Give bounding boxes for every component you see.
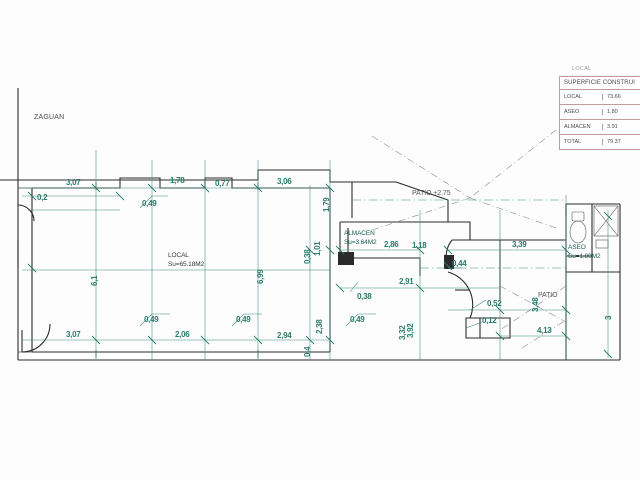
almacen-walls bbox=[338, 221, 448, 276]
stair-and-partitions bbox=[444, 239, 511, 339]
dim-cr-0: 2,86 bbox=[384, 240, 399, 249]
surface-area-schedule: SUPERFICIE CONSTRUI LOCAL 73.66 ASEO 1.8… bbox=[559, 76, 640, 150]
zaguan-boundary bbox=[0, 88, 19, 181]
schedule-row-total: TOTAL 79.37 bbox=[560, 135, 640, 149]
schedule-row-value: 79.37 bbox=[607, 138, 621, 145]
dim-bottom-1: 0,49 bbox=[144, 315, 159, 324]
room-label-patio-right: PATIO bbox=[538, 292, 558, 299]
dim-top-3: 3,06 bbox=[277, 177, 292, 186]
dim-vr-1: 3,32 bbox=[398, 325, 407, 340]
schedule-row-name: ALMACEN bbox=[560, 123, 603, 130]
dim-bottom-0: 3,07 bbox=[66, 330, 81, 339]
construction-lines bbox=[352, 129, 567, 349]
schedule-partial-header: LOCAL bbox=[572, 66, 592, 72]
dim-top-0: 3,07 bbox=[66, 178, 81, 187]
local-name: LOCAL bbox=[168, 252, 189, 259]
bottom-right-extension bbox=[499, 272, 567, 360]
dim-vr-2: 3,48 bbox=[531, 297, 540, 312]
dim-cr-1: 1,18 bbox=[412, 241, 427, 250]
room-label-aseo: ASEO Su=1.80M2 bbox=[568, 244, 601, 262]
dim-vert-mid-3: 0,38 bbox=[303, 249, 312, 264]
almacen-name: ALMACEN bbox=[344, 230, 375, 237]
dim-upper-1: 0,49 bbox=[142, 199, 157, 208]
door-swings bbox=[17, 204, 51, 353]
dim-vert-mid-4: 2,38 bbox=[315, 319, 324, 334]
almacen-area: Su=3.64M2 bbox=[344, 238, 377, 246]
building-outline bbox=[17, 169, 620, 361]
room-label-zaguan: ZAGUAN bbox=[34, 114, 65, 121]
dim-vert-mid-5: 0,4 bbox=[303, 346, 312, 357]
dim-cr-2: 2,91 bbox=[399, 277, 414, 286]
schedule-row-value: 73.66 bbox=[607, 93, 621, 100]
dim-vert-mid-1: 1,79 bbox=[322, 197, 331, 212]
dim-cr-3: 3,39 bbox=[512, 240, 527, 249]
dim-vert-left-0: 6,1 bbox=[90, 275, 99, 286]
local-area: Su=65.18M2 bbox=[168, 260, 205, 268]
dim-bottom-2: 2,06 bbox=[175, 330, 190, 339]
aseo-and-right-patio bbox=[499, 203, 621, 360]
right-edge-dimension bbox=[603, 210, 613, 359]
dim-upper-0: 0,2 bbox=[37, 193, 48, 202]
dim-top-2: 0,77 bbox=[215, 179, 230, 188]
dim-vr-0: 3,92 bbox=[406, 323, 415, 338]
dim-bottom-6: 0,38 bbox=[357, 292, 372, 301]
dim-bottom-5: 0,49 bbox=[350, 315, 365, 324]
schedule-row-name: TOTAL bbox=[560, 138, 603, 145]
room-label-patio-upper: PATIO +2.75 bbox=[412, 190, 451, 197]
dimension-lines bbox=[22, 150, 571, 360]
schedule-row-name: LOCAL bbox=[560, 93, 603, 100]
dim-cr-5: 0,52 bbox=[487, 299, 502, 308]
aseo-area: Su=1.80M2 bbox=[568, 252, 601, 260]
schedule-row-name: ASEO bbox=[560, 108, 603, 115]
room-label-local: LOCAL Su=65.18M2 bbox=[168, 252, 204, 270]
room-label-almacen: ALMACEN Su=3.64M2 bbox=[344, 230, 377, 248]
dim-cr-4: 0,44 bbox=[452, 259, 467, 268]
dim-bottom-3: 0,49 bbox=[236, 315, 251, 324]
dim-vert-mid-0: 6,99 bbox=[256, 269, 265, 284]
schedule-row: ALMACEN 3.91 bbox=[560, 120, 640, 135]
dim-vr-3: 3 bbox=[604, 315, 613, 320]
dim-top-1: 1,78 bbox=[170, 176, 185, 185]
dim-bottom-4: 2,94 bbox=[277, 331, 292, 340]
schedule-title: SUPERFICIE CONSTRUI bbox=[560, 77, 640, 90]
schedule-row: LOCAL 73.66 bbox=[560, 90, 640, 105]
schedule-row-value: 1.80 bbox=[607, 108, 618, 115]
schedule-row: ASEO 1.80 bbox=[560, 105, 640, 120]
dim-vr-4: 4,13 bbox=[537, 326, 552, 335]
dim-cr-6: 0,12 bbox=[482, 316, 497, 325]
aseo-name: ASEO bbox=[568, 244, 586, 251]
dim-vert-mid-2: 1,01 bbox=[313, 241, 322, 256]
schedule-row-value: 3.91 bbox=[607, 123, 618, 130]
